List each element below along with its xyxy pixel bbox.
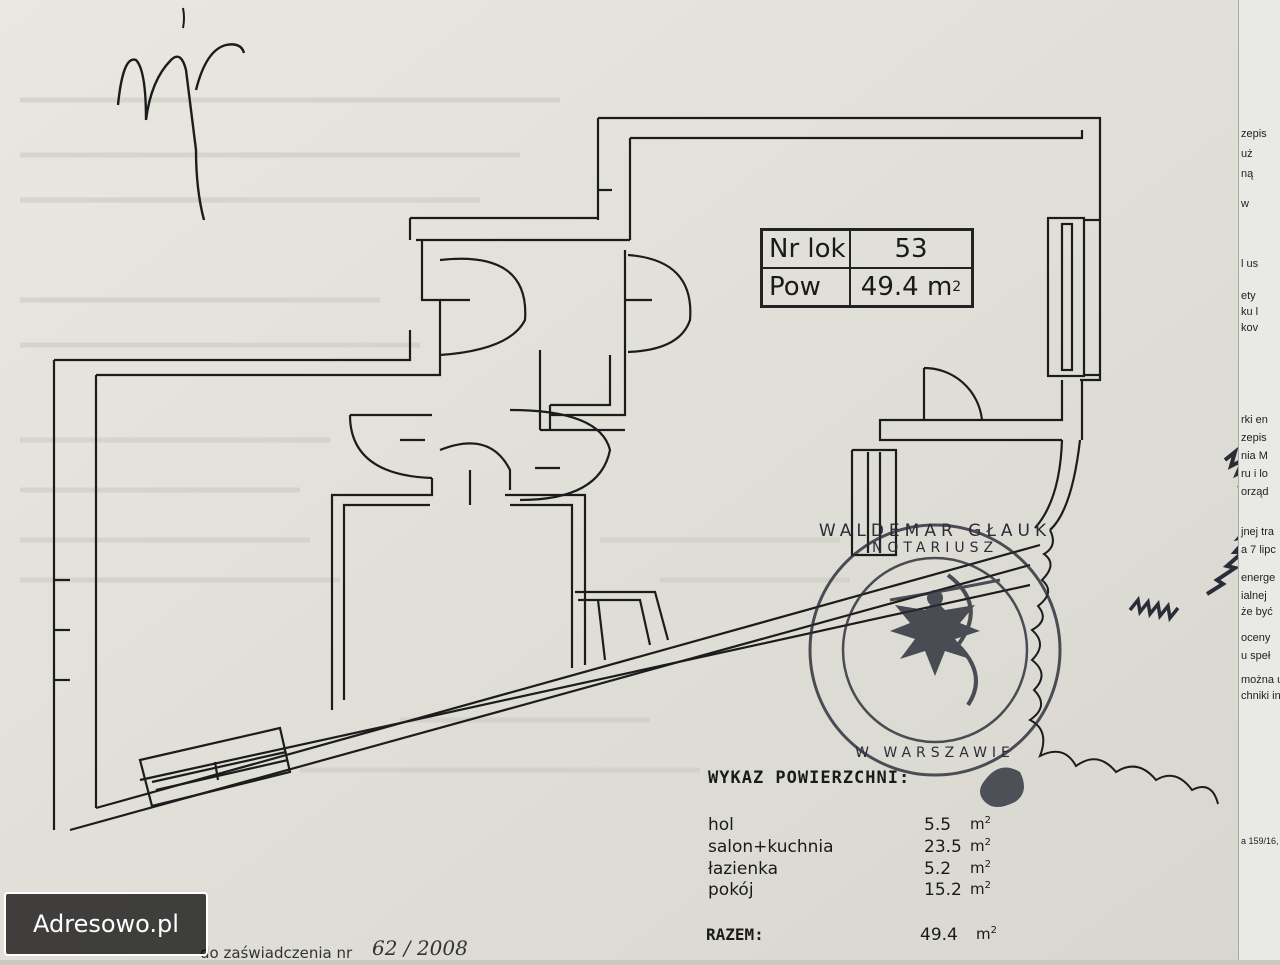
side-text-line: oceny [1241,632,1271,644]
room-unit: m2 [970,880,991,898]
certificate-note: do zaświadczenia nr [200,944,353,962]
room-name: salon+kuchnia [708,837,834,857]
handwritten-initials [116,7,246,221]
side-text-line: a 7 lipc [1241,544,1276,556]
side-text-line: rki en [1241,414,1268,426]
side-text-line: ku l [1241,306,1259,318]
stamp-bottom-text: W WARSZAWIE [855,745,1015,761]
side-text-line: jnej tra [1241,526,1275,538]
total-area-value: 49.4 [920,925,958,945]
room-unit: m2 [970,859,991,877]
room-name: hol [708,815,734,835]
side-text-line: a 159/16, [1241,836,1279,846]
side-text-line: można u [1241,674,1280,686]
side-text-line: uż [1241,148,1253,160]
side-text-line: kov [1241,322,1259,334]
side-text-line: energe [1241,572,1276,584]
side-text-line: w [1241,198,1249,210]
room-area: 23.5 [924,837,962,857]
notary-stamp [808,523,1062,777]
side-text-line: orząd [1241,486,1269,498]
total-area-label: RAZEM: [706,925,764,944]
adjacent-document-edge: zepis uż ną w l us ety ku l kov rki en z… [1238,0,1280,960]
side-text-line: ety [1241,290,1256,302]
unit-area-sup: 2 [952,279,962,295]
side-text-line: nia M [1241,450,1268,462]
stamp-top-text: WALDEMAR GŁAUK [819,521,1051,541]
side-text-line: że być [1241,606,1273,618]
stamp-side-text: NOTARIUSZ [872,540,998,556]
room-area: 5.2 [924,859,952,879]
room-area: 15.2 [924,880,962,900]
watermark-logo[interactable]: Adresowo.pl [4,892,208,956]
room-area: 5.5 [924,815,952,835]
total-area-unit: m2 [976,925,997,943]
side-text-line: chniki in [1241,690,1280,702]
side-text-line: l us [1241,258,1259,270]
side-text-line: zepis [1241,432,1267,444]
area-list-title: WYKAZ POWIERZCHNI: [708,768,911,788]
unit-area-label: Pow [762,268,850,306]
side-text-line: u speł [1241,650,1271,662]
unit-number-value: 53 [850,230,972,268]
side-text-line: ialnej [1241,590,1267,602]
side-text-line: ru i lo [1241,468,1268,480]
room-unit: m2 [970,837,991,855]
unit-number-label: Nr lok [762,230,850,268]
room-name: pokój [708,880,754,900]
certificate-number: 62 / 2008 [372,936,468,960]
room-unit: m2 [970,815,991,833]
side-text-line: ną [1241,168,1254,180]
unit-area-value: 49.4 m [860,272,953,302]
room-name: łazienka [708,859,779,879]
side-text-line: zepis [1241,128,1267,140]
